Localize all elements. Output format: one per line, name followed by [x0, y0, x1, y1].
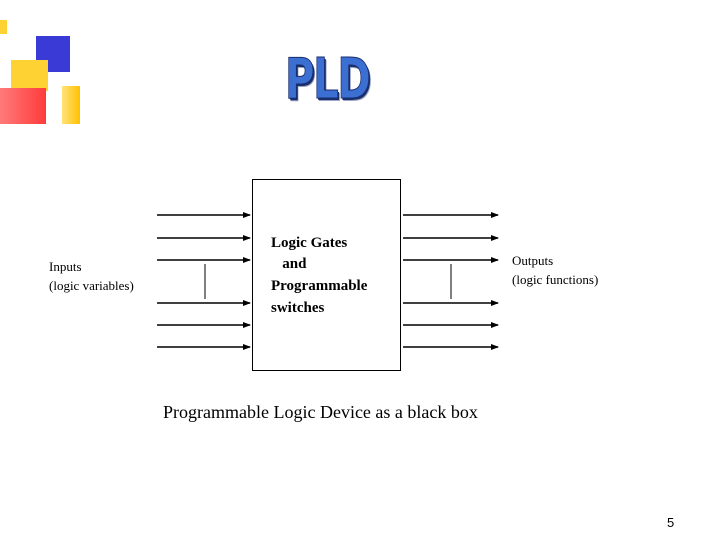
- box-text-line: switches: [271, 300, 325, 316]
- output-arrows: [403, 212, 499, 350]
- decor-square-corner: [0, 20, 7, 34]
- outputs-label: Outputs: [512, 253, 554, 268]
- input-arrows: [157, 212, 251, 350]
- decor-square-yellow-small: [62, 86, 80, 124]
- box-text-line: and: [271, 256, 307, 272]
- box-text-line: Programmable: [271, 278, 368, 294]
- black-box: [252, 179, 401, 371]
- inputs-sublabel: (logic variables): [49, 278, 134, 293]
- diagram-caption: Programmable Logic Device as a black box: [163, 402, 478, 422]
- slide-title: PLD: [285, 47, 372, 112]
- outputs-sublabel: (logic functions): [512, 272, 599, 287]
- decor-square-yellow: [11, 60, 48, 91]
- box-text-line: Logic Gates: [271, 235, 348, 251]
- inputs-label: Inputs: [49, 259, 82, 274]
- page-number: 5: [667, 515, 675, 530]
- decor-square-red: [0, 88, 46, 124]
